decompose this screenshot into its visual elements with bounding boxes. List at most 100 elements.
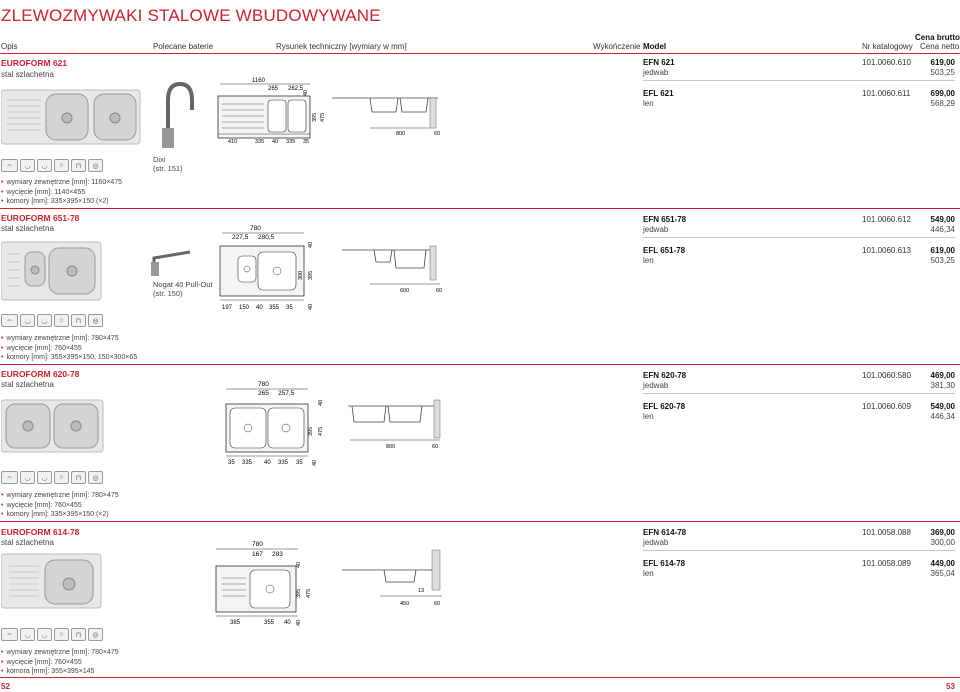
dim-label: 13: [418, 588, 424, 594]
spec-item: komory [mm]: 335×395×150 (×2): [1, 197, 122, 207]
dim-label: 355: [269, 305, 280, 311]
technical-drawing-top: 780 227,5 280,5 40 300 395 197 150 40 35…: [219, 225, 314, 311]
spec-item: komory [mm]: 335×395×150 (×2): [1, 510, 119, 520]
dim-label: 40: [296, 562, 302, 568]
price-gross: 619,00: [930, 58, 955, 67]
faucet-icon: [162, 81, 194, 148]
product-material: stal szlachetna: [1, 538, 54, 547]
spec-list: wymiary zewnętrzne [mm]: 780×475 wycięci…: [1, 491, 119, 520]
tap-icon: ⊓: [71, 628, 86, 641]
dim-label: 265: [268, 86, 279, 92]
variant-model: EFN 651-78: [643, 215, 687, 224]
variant-divider: [643, 80, 955, 81]
side-profile-drawing: 800 60: [332, 97, 440, 137]
faucet-icon: [151, 250, 191, 276]
header-baterie: Polecane baterie: [153, 42, 214, 51]
dim-label: 40: [296, 620, 302, 626]
dim-label: 257,5: [278, 390, 295, 397]
header-model: Model: [643, 42, 667, 51]
side-profile-drawing: 800 60: [348, 399, 441, 450]
dim-label: 335: [286, 139, 295, 145]
dim-label: 800: [396, 131, 405, 137]
variant-finish: jedwab: [643, 68, 669, 77]
variant-divider: [643, 550, 955, 551]
variant-finish: len: [643, 99, 654, 108]
catalog-number: 101.0060.580: [862, 371, 911, 380]
sink-photo: [1, 89, 141, 145]
variant-divider: [643, 393, 955, 394]
header-opis: Opis: [1, 42, 18, 51]
section-rule: [0, 521, 960, 522]
spec-item: wymiary zewnętrzne [mm]: 1160×475: [1, 178, 122, 188]
price-net: 300,00: [930, 538, 955, 547]
price-net: 446,34: [930, 412, 955, 421]
bowl-icon: ◡: [37, 471, 52, 484]
dim-label: 197: [222, 305, 233, 311]
drain-icon: ◎: [88, 314, 103, 327]
spec-list: wymiary zewnętrzne [mm]: 780×475 wycięci…: [1, 334, 137, 363]
variant-finish: jedwab: [643, 225, 669, 234]
dim-label: 40: [256, 305, 263, 311]
product-name: EUROFORM 651-78: [1, 213, 80, 223]
dim-label: 35: [303, 139, 309, 145]
spec-item: wymiary zewnętrzne [mm]: 780×475: [1, 648, 118, 658]
header-nr: Nr katalogowy: [862, 42, 913, 51]
drain-icon: ◎: [88, 471, 103, 484]
dim-label: 60: [432, 444, 438, 450]
variant-model: EFL 621: [643, 89, 674, 98]
page-number-left: 52: [1, 682, 10, 691]
spec-item: wycięcie [mm]: 760×455: [1, 658, 119, 668]
feature-icons: ⇔ ◡ ◡ ○ ⊓ ◎: [1, 314, 103, 327]
feature-icons: ⇔ ◡ ◡ ○ ⊓ ◎: [1, 471, 103, 484]
dim-label: 283: [272, 551, 283, 558]
dim-label: 475: [320, 113, 325, 122]
dim-label: 335: [255, 139, 264, 145]
faucet-ref[interactable]: (str. 151): [153, 164, 183, 173]
header-cena-netto: Cena netto: [920, 42, 960, 51]
spec-item: wycięcie [mm]: 1140×455: [1, 188, 122, 198]
feature-icons: ⇔ ◡ ◡ ○ ⊓ ◎: [1, 628, 103, 641]
catalog-number: 101.0060.611: [862, 89, 911, 98]
bowl-icon: ◡: [20, 628, 35, 641]
dim-label: 60: [434, 601, 440, 607]
catalog-number: 101.0060.610: [862, 58, 911, 67]
dim-label: 335: [278, 460, 289, 466]
price-gross: 619,00: [930, 246, 955, 255]
product-material: stal szlachetna: [1, 380, 54, 389]
page-number-right: 53: [946, 682, 955, 691]
section-rule: [0, 208, 960, 209]
dim-label: 280,5: [258, 234, 275, 241]
dim-label: 385: [230, 620, 241, 626]
dim-label: 1160: [252, 78, 266, 84]
dim-label: 395: [308, 271, 314, 280]
price-gross: 469,00: [930, 371, 955, 380]
dim-label: 40: [303, 90, 309, 96]
price-net: 503,25: [930, 68, 955, 77]
dim-label: 227,5: [232, 234, 249, 241]
bowl-icon: ◡: [20, 314, 35, 327]
tap-icon: ⊓: [71, 314, 86, 327]
header-rysunek: Rysunek techniczny [wymiary w mm]: [276, 42, 407, 51]
faucet-ref[interactable]: (str. 150): [153, 289, 183, 298]
spec-item: komora [mm]: 355×395×145: [1, 667, 119, 677]
faucet-name: Nogat 40 Pull-Out: [153, 280, 213, 289]
variant-finish: jedwab: [643, 381, 669, 390]
variant-model: EFN 614-78: [643, 528, 687, 537]
variant-divider: [643, 237, 955, 238]
faucet-info: Nogat 40 Pull-Out (str. 150): [153, 280, 213, 298]
dim-label: 395: [308, 427, 314, 436]
side-profile-drawing: 600 60: [342, 245, 442, 294]
technical-drawing-dims: 410 335 40 335 35: [218, 133, 310, 145]
dim-label: 300: [298, 271, 304, 280]
variant-model: EFL 620-78: [643, 402, 686, 411]
variant-model: EFN 620-78: [643, 371, 687, 380]
faucet-info: Dixi (str. 151): [153, 155, 183, 173]
header-cena-brutto: Cena brutto: [915, 33, 960, 42]
cup-icon: ○: [54, 628, 69, 641]
product-material: stal szlachetna: [1, 70, 54, 79]
sink-photo: [1, 241, 102, 301]
spec-list: wymiary zewnętrzne [mm]: 780×475 wycięci…: [1, 648, 119, 677]
dim-label: 780: [250, 225, 261, 232]
dim-label: 335: [242, 460, 253, 466]
variant-finish: len: [643, 569, 654, 578]
